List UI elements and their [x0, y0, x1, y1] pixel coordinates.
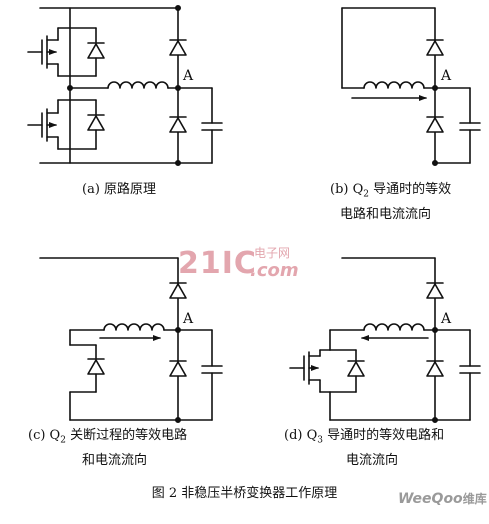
caption-panel-d: (d) Q3 导通时的等效电路和 电流流向	[284, 428, 445, 468]
watermark-21ic-logo: 21IC	[178, 246, 257, 281]
panel-b-circuit	[341, 7, 481, 167]
caption-panel-a: (a) 原路原理	[82, 182, 157, 197]
figure-caption: 图 2 非稳压半桥变换器工作原理	[151, 486, 338, 501]
node-label-a-panel-c: A	[182, 311, 194, 327]
panel-a-circuit	[27, 5, 223, 167]
inductor-b	[363, 81, 425, 89]
diode-q3-body	[69, 99, 105, 150]
inductor-c	[103, 323, 165, 331]
mosfet-q2	[27, 27, 71, 77]
mosfet-q3-d	[289, 349, 331, 393]
node-label-a-panel-a: A	[182, 68, 194, 84]
panel-c-circuit	[39, 257, 223, 423]
watermark-21ic-top: 电子网	[254, 246, 291, 260]
node-label-a-panel-b: A	[440, 68, 452, 84]
caption-panel-c: (c) Q2 关断过程的等效电路 和电流流向	[28, 428, 188, 468]
inductor-d	[363, 323, 425, 331]
watermark-weeqoo: WeeQoo维库	[398, 491, 487, 507]
panel-d-circuit	[289, 257, 481, 423]
mosfet-q3	[27, 99, 71, 150]
node-label-a-panel-d: A	[440, 311, 452, 327]
caption-panel-b: (b) Q2 导通时的等效 电路和电流流向	[330, 182, 452, 222]
diode-q2-body	[69, 27, 105, 77]
watermark-21ic-bottom: .com	[250, 260, 299, 281]
inductor-a	[107, 81, 169, 89]
